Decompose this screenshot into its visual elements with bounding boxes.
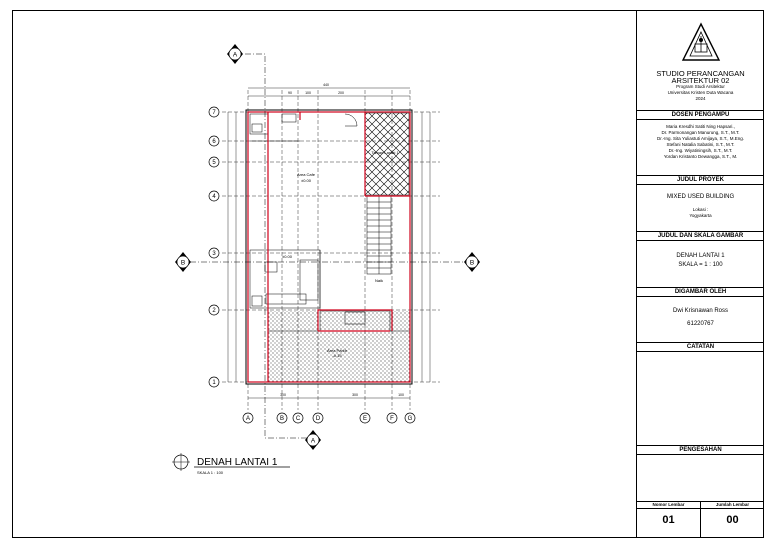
dosen-6: Yordan Kristanto Dewangga, S.T., M. bbox=[663, 154, 738, 159]
dim-bottom-2: 300 bbox=[352, 393, 358, 397]
floor-plan: 440 90 100 200 300 300 100 bbox=[172, 44, 480, 475]
nomor-lembar-value: 01 bbox=[662, 514, 675, 526]
grid-bubble-7: 7 bbox=[208, 106, 220, 118]
room-label-top-right: Taman Lantai 1 bbox=[371, 150, 399, 155]
room-level-parkir: -0.15 bbox=[332, 353, 342, 358]
svg-text:B: B bbox=[470, 260, 474, 267]
wall-outline bbox=[245, 109, 413, 385]
room-label-area-cafe: Area Cafe bbox=[297, 172, 316, 177]
grid-bubble-A: A bbox=[242, 412, 254, 424]
grid-bubble-D: D bbox=[312, 412, 324, 424]
svg-text:E: E bbox=[363, 416, 367, 422]
svg-text:A: A bbox=[233, 52, 238, 59]
lokasi-value: Yogyakarta bbox=[689, 213, 712, 218]
gambar-title: DENAH LANTAI 1 bbox=[676, 253, 725, 259]
nomor-lembar-label: Nomor Lembar bbox=[637, 502, 700, 509]
dosen-4: Stefani Natalia Sabatini, S.T., M.T. bbox=[666, 142, 735, 147]
grid-bubble-C: C bbox=[292, 412, 304, 424]
garden-hatch-area bbox=[364, 112, 410, 196]
university-name: Universitas Kristen Duta Wacana bbox=[667, 90, 734, 95]
program-name: Program Studi Arsitektur bbox=[676, 84, 725, 89]
grid-row-markers: 7 6 5 4 3 2 1 bbox=[208, 106, 220, 388]
section-line-a bbox=[245, 53, 318, 439]
dosen-1: Maria Kresdhi Satiti Ning Hapsari., bbox=[666, 124, 735, 129]
proyek-name: MIXED USED BUILDING bbox=[666, 194, 735, 200]
dim-bottom-1: 300 bbox=[280, 393, 286, 397]
svg-text:5: 5 bbox=[212, 160, 216, 166]
digambar-nim: 61220767 bbox=[687, 321, 714, 327]
svg-text:G: G bbox=[408, 416, 413, 422]
grid-bubble-1: 1 bbox=[208, 376, 220, 388]
parking-area-top bbox=[319, 310, 391, 332]
dim-top-1: 440 bbox=[323, 83, 329, 87]
gambar-scale: SKALA = 1 : 100 bbox=[678, 262, 723, 268]
grid-col-markers: A B C D E F G bbox=[242, 412, 416, 424]
dosen-2: Dr. Parmonangan Manurung, S.T., M.T. bbox=[661, 130, 740, 135]
lembar-vertical-divider bbox=[700, 501, 701, 538]
dosen-heading: DOSEN PENGAMPU bbox=[637, 110, 764, 120]
dim-top-3: 100 bbox=[305, 91, 311, 95]
svg-text:2: 2 bbox=[212, 308, 216, 314]
gambar-heading: JUDUL DAN SKALA GAMBAR bbox=[637, 231, 764, 241]
parking-area-right bbox=[390, 311, 410, 331]
dim-bottom-3: 100 bbox=[398, 393, 404, 397]
catatan-heading: CATATAN bbox=[637, 342, 764, 352]
title-block: STUDIO PERANCANGAN ARSITEKTUR 02 Program… bbox=[636, 10, 764, 538]
room-level-kitchen: ±0.00 bbox=[282, 254, 293, 259]
pengesahan-heading: PENGESAHAN bbox=[637, 445, 764, 455]
digambar-heading: DIGAMBAR OLEH bbox=[637, 287, 764, 297]
svg-text:A: A bbox=[311, 438, 316, 445]
svg-text:6: 6 bbox=[212, 139, 216, 145]
room-level-cafe: ±0.00 bbox=[301, 178, 312, 183]
section-marker-b-left: B bbox=[175, 252, 191, 272]
year: 2024 bbox=[695, 96, 706, 101]
jumlah-lembar-value: 00 bbox=[726, 514, 739, 526]
svg-text:A: A bbox=[246, 416, 250, 422]
dosen-5: Dr.-Ing. Wiyatiningsih, S.T., M.T. bbox=[668, 148, 733, 153]
parking-area-left bbox=[268, 311, 318, 331]
drawing-title: DENAH LANTAI 1 bbox=[197, 457, 278, 468]
svg-text:D: D bbox=[316, 416, 321, 422]
drawing-title-block: DENAH LANTAI 1 SKALA 1 : 100 bbox=[172, 453, 290, 475]
grid-bubble-4: 4 bbox=[208, 190, 220, 202]
svg-text:4: 4 bbox=[212, 194, 216, 200]
dim-top-4: 200 bbox=[338, 91, 344, 95]
svg-text:7: 7 bbox=[212, 110, 216, 116]
svg-text:B: B bbox=[181, 260, 185, 267]
building-outline bbox=[247, 111, 411, 383]
section-marker-a-bottom: A bbox=[305, 430, 321, 450]
svg-text:3: 3 bbox=[212, 251, 216, 257]
grid-bubble-3: 3 bbox=[208, 247, 220, 259]
proyek-heading: JUDUL PROYEK bbox=[637, 175, 764, 185]
parking-area bbox=[267, 330, 411, 383]
svg-text:C: C bbox=[296, 416, 301, 422]
sheet-border bbox=[12, 10, 764, 538]
studio-title-2: ARSITEKTUR 02 bbox=[671, 76, 730, 85]
svg-text:B: B bbox=[280, 416, 284, 422]
stair-label: Naik bbox=[375, 278, 383, 283]
digambar-name: Dwi Krisnawan Ross bbox=[672, 308, 729, 314]
room-label-parkir: Area Parkir bbox=[327, 348, 348, 353]
studio-title-1: STUDIO PERANCANGAN bbox=[656, 69, 745, 78]
svg-text:1: 1 bbox=[212, 380, 216, 386]
grid-bubble-G: G bbox=[404, 412, 416, 424]
dim-top-2: 90 bbox=[288, 91, 292, 95]
stairs bbox=[366, 195, 392, 275]
grid-bubble-2: 2 bbox=[208, 304, 220, 316]
jumlah-lembar-label: Jumlah Lembar bbox=[701, 502, 764, 509]
grid-bubble-F: F bbox=[386, 412, 398, 424]
section-marker-a-top: A bbox=[227, 44, 243, 64]
lokasi-label: Lokasi : bbox=[692, 207, 709, 212]
section-marker-b-right: B bbox=[464, 252, 480, 272]
svg-text:F: F bbox=[390, 416, 394, 422]
grid-bubble-6: 6 bbox=[208, 135, 220, 147]
grid-bubble-E: E bbox=[359, 412, 371, 424]
grid-bubble-B: B bbox=[276, 412, 288, 424]
dosen-3: Dr.-Ing. Sita Yuliastuti Amijaya, S.T., … bbox=[657, 136, 744, 141]
interior-elements bbox=[249, 113, 366, 325]
grid-bubble-5: 5 bbox=[208, 156, 220, 168]
dimension-lines bbox=[227, 87, 431, 399]
university-logo bbox=[681, 22, 721, 61]
drawing-scale: SKALA 1 : 100 bbox=[197, 470, 224, 475]
